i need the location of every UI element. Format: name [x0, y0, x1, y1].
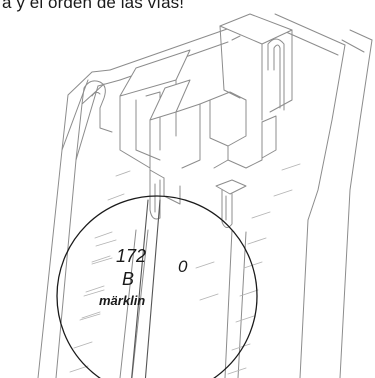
instruction-caption: a y el orden de las vías!: [2, 0, 185, 12]
magnifier-detail: 172 B märklin 0: [56, 195, 258, 378]
sleeper-marks: [69, 163, 301, 375]
part-number-marking: 172: [116, 246, 146, 266]
part-letter-marking: B: [122, 269, 134, 289]
magnifier-circle: [56, 195, 258, 378]
brand-logo-marking: märklin: [99, 293, 145, 308]
coupling-connector: [119, 49, 211, 220]
left-clip: [81, 80, 113, 133]
adjacent-number-marking: 0: [178, 257, 188, 276]
right-tab: [209, 13, 293, 228]
track-body: [37, 13, 373, 378]
